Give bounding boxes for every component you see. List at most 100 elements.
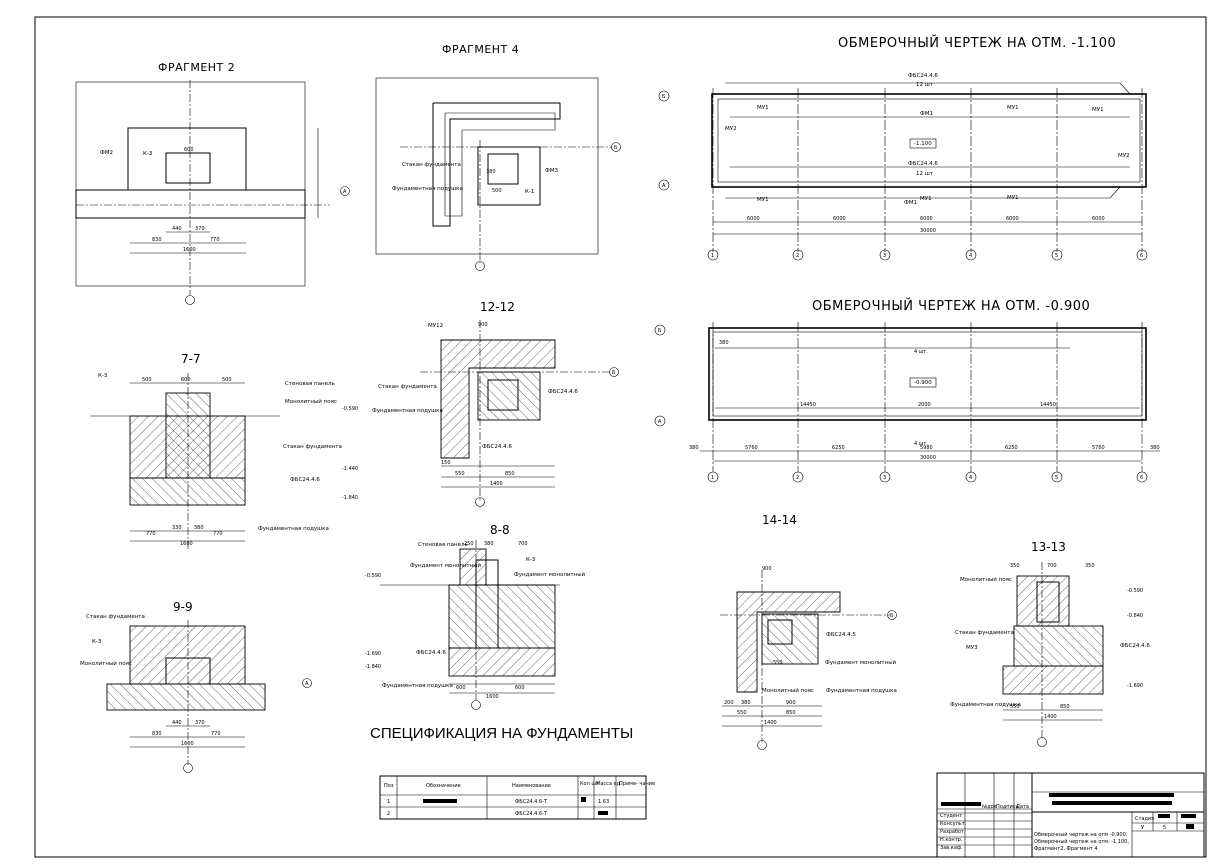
spec-header: Масса ед.: [596, 781, 622, 787]
axis-label: 2: [796, 475, 799, 481]
section-14-14-title: 14-14: [762, 513, 797, 527]
edge-dim: 380: [689, 445, 699, 451]
dim-770: 770: [211, 731, 221, 737]
axis-bubble: [1136, 249, 1148, 261]
axis-bubble: [879, 249, 891, 261]
dim-250: 250: [464, 541, 474, 547]
spec-pos: 2: [387, 811, 390, 817]
dim-550: 550: [455, 471, 465, 477]
specification: СПЕЦИФИКАЦИЯ НА ФУНДАМЕНТЫ Поз Обозначен…: [370, 725, 655, 820]
lvl: -1.440: [342, 466, 358, 472]
stamp-desc: Обмерочный чертеж на отм -0.900,: [1034, 831, 1128, 838]
dim-600: 600: [184, 147, 194, 153]
dim-770: 770: [213, 531, 223, 537]
dim-770: 770: [146, 531, 156, 537]
fragment-4-title: ФРАГМЕНТ 4: [442, 43, 519, 56]
wall-outline: [708, 327, 1147, 421]
section-9-9-title: 9-9: [173, 600, 193, 614]
label-fbs: ФБС24.4.6: [482, 444, 512, 450]
section-9-9: 9-9 А Стакан фундамента К-3 Монолитный п…: [80, 600, 312, 773]
axis-label: 5: [1055, 475, 1058, 481]
spec-mass: 1.63: [598, 799, 609, 805]
dim-850: 850: [1060, 704, 1070, 710]
stamp-desc: Фрагмент2, Фрагмент 4: [1034, 846, 1098, 852]
section-8-8: 8-8 Стеновая панель Фундамент монолитный…: [365, 523, 586, 710]
label-belt: Монолитный пояс: [762, 687, 814, 694]
stamp-col: Подпись: [996, 804, 1019, 810]
axis-bubble: [302, 678, 312, 688]
dim-600: 600: [456, 685, 466, 691]
label-k3: К-3: [526, 557, 536, 563]
label-fm2: ФМ2: [100, 150, 113, 156]
dim-370: 370: [195, 720, 205, 726]
label-belt: Монолитный пояс: [285, 398, 337, 405]
stamp-frame: [936, 772, 1205, 858]
beam: [75, 189, 306, 219]
label-cushion: Фундаментная подушка: [826, 688, 897, 694]
footing: [761, 613, 819, 665]
label-fbs: ФБС24.4.6: [1120, 643, 1150, 649]
footing-body: [129, 625, 246, 685]
spec-header: Кол шт: [580, 781, 599, 787]
label-mu2: МУ2: [725, 126, 737, 132]
footing: [477, 371, 541, 421]
lvl: -0.590: [365, 573, 381, 579]
span-dim: 5760: [745, 445, 758, 451]
dim-830: 830: [152, 731, 162, 737]
axis-label: 6: [1140, 475, 1143, 481]
dim-500: 500: [222, 377, 232, 383]
section-12-12: 12-12 Б МУ12 900 Стакан фундамента Фунда…: [372, 300, 619, 507]
axis-bubble: [757, 740, 767, 750]
axis-label: Б: [890, 613, 894, 619]
panel: [459, 548, 487, 586]
stamp-redacted: [1181, 814, 1196, 818]
upper-monolith: [1016, 575, 1070, 627]
label-belt: Монолитный пояс: [960, 576, 1012, 583]
label-mu1: МУ1: [757, 197, 769, 203]
axis-bubbles: 1 2 3 4 5 6 Б А: [658, 90, 1148, 261]
dim-550: 550: [773, 660, 783, 666]
fragment-2-title: ФРАГМЕНТ 2: [158, 61, 235, 74]
dim-1600: 1600: [486, 694, 499, 700]
spec-qty-mark: [581, 797, 586, 802]
fragment-4-frame: [375, 77, 599, 255]
label-k3: К-3: [98, 373, 108, 379]
axis-bubble: [879, 471, 891, 483]
label-fbs: ФБС24.4.6: [416, 650, 446, 656]
dim-770: 770: [210, 237, 220, 243]
span-dim: 5760: [1092, 445, 1105, 451]
total-dim: 30000: [920, 455, 936, 461]
sheet-frame: [34, 16, 1207, 858]
span-dim: 6000: [920, 216, 933, 222]
axis-label: Б: [662, 94, 666, 100]
dim-1400: 1400: [764, 720, 777, 726]
axis-lines: [712, 322, 1143, 472]
monolith: [448, 584, 556, 649]
edge-dim: 380: [1150, 445, 1160, 451]
dim-150: 150: [441, 460, 451, 466]
section-12-12-title: 12-12: [480, 300, 515, 314]
l-wall: [736, 591, 841, 693]
label-k1: К-1: [525, 189, 534, 195]
spec-redacted: [423, 799, 457, 803]
label-mu1: МУ1: [1007, 195, 1019, 201]
lvl: -1.840: [342, 495, 358, 501]
dim-500: 500: [492, 188, 502, 194]
dim-330: 330: [172, 525, 182, 531]
fragment-2-frame: [75, 81, 306, 287]
lvl: -0.840: [1127, 613, 1143, 619]
dim-370: 370: [195, 226, 205, 232]
axis-label: А: [662, 183, 666, 189]
plan-1100-title: ОБМЕРОЧНЫЙ ЧЕРТЕЖ НА ОТМ. -1.100: [838, 35, 1116, 51]
footing: [477, 146, 541, 206]
dim-850: 850: [505, 471, 515, 477]
axis-bubble: [611, 142, 621, 152]
dim-830: 830: [152, 237, 162, 243]
section-14-14: 14-14 Б 900 ФБС24.4.5 Фундамент монолитн…: [720, 513, 897, 750]
label-fbs-top: ФБС24.4.6: [908, 73, 938, 79]
glass: [1036, 581, 1060, 623]
label-k3: К-3: [92, 639, 102, 645]
section-13-13: 13-13 350 700 350 Монолитный пояс Стакан…: [950, 540, 1150, 747]
l-footing: [432, 102, 561, 227]
spec-table: [379, 775, 647, 820]
